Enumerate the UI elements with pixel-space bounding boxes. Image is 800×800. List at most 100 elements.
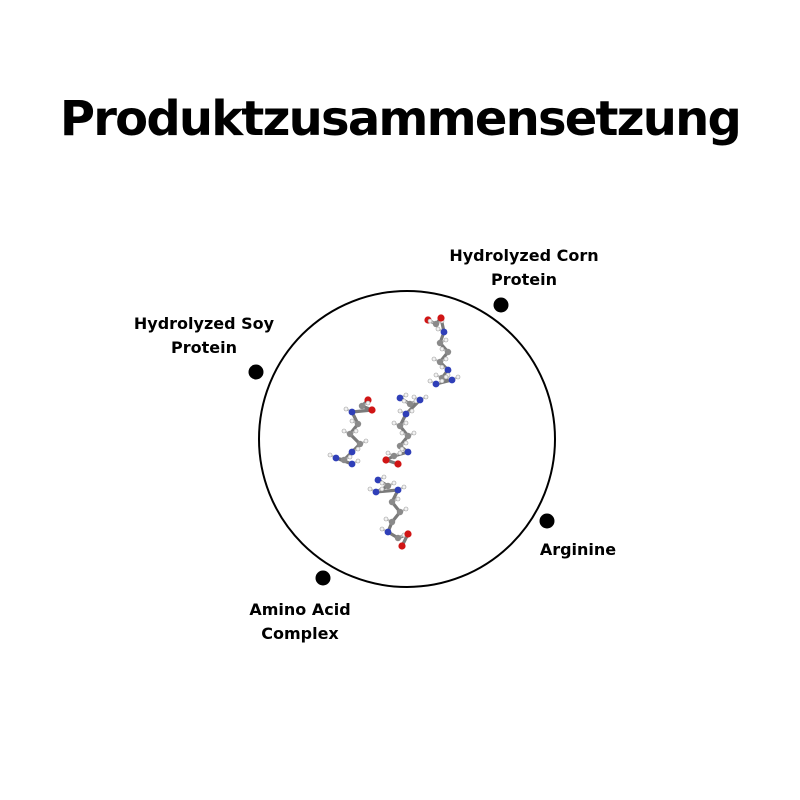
atom — [368, 406, 376, 414]
hydrogen-atom — [327, 452, 333, 458]
hydrogen-atom — [433, 372, 439, 378]
hydrogen-atom — [399, 446, 405, 452]
atom — [436, 339, 444, 347]
atom — [388, 518, 396, 526]
label-line: Complex — [261, 624, 339, 643]
hydrogen-atom — [363, 438, 369, 444]
atom — [398, 542, 406, 550]
atom — [384, 528, 392, 536]
marker-dot-amino — [315, 570, 331, 586]
atom — [348, 460, 356, 468]
hydrogen-atom — [439, 364, 445, 370]
label-line: Protein — [491, 270, 557, 289]
hydrogen-atom — [439, 378, 445, 384]
hydrogen-atom — [355, 458, 361, 464]
label-amino-acid-complex: Amino Acid Complex — [200, 598, 400, 646]
hydrogen-atom — [381, 474, 387, 480]
hydrogen-atom — [349, 418, 355, 424]
hydrogen-atom — [409, 408, 415, 414]
label-line: Hydrolyzed Corn — [449, 246, 599, 265]
label-line: Amino Acid — [249, 600, 351, 619]
label-line: Protein — [171, 338, 237, 357]
atom — [374, 476, 382, 484]
label-line: Arginine — [539, 540, 617, 559]
atom — [432, 320, 440, 328]
hydrogen-atom — [443, 374, 449, 380]
hydrogen-atom — [347, 454, 353, 460]
atom — [388, 498, 396, 506]
atom — [332, 454, 340, 462]
marker-dot-arginine — [539, 513, 555, 529]
atom — [354, 420, 362, 428]
hydrogen-atom — [455, 374, 461, 380]
hydrogen-atom — [427, 318, 433, 324]
atom — [402, 410, 410, 418]
atom — [432, 380, 440, 388]
atom — [448, 376, 456, 384]
hydrogen-atom — [355, 446, 361, 452]
atom — [436, 358, 444, 366]
hydrogen-atom — [403, 420, 409, 426]
atom — [396, 422, 404, 430]
hydrogen-atom — [443, 337, 449, 343]
hydrogen-atom — [379, 480, 385, 486]
hydrogen-atom — [341, 428, 347, 434]
hydrogen-atom — [397, 408, 403, 414]
label-arginine: Arginine — [528, 538, 628, 562]
hydrogen-atom — [391, 480, 397, 486]
atom — [416, 396, 424, 404]
molecule-circle — [258, 290, 556, 588]
atom — [394, 534, 402, 542]
atom — [396, 508, 404, 516]
hydrogen-atom — [343, 406, 349, 412]
hydrogen-atom — [443, 356, 449, 362]
atom — [404, 432, 412, 440]
page-title: Produktzusammensetzung — [59, 91, 742, 147]
hydrogen-atom — [435, 326, 441, 332]
hydrogen-atom — [411, 394, 417, 400]
hydrogen-atom — [365, 400, 371, 406]
molecule-illustration — [327, 314, 461, 550]
hydrogen-atom — [439, 346, 445, 352]
hydrogen-atom — [399, 430, 405, 436]
atom — [372, 488, 380, 496]
atom — [406, 400, 414, 408]
label-line: Hydrolyzed Soy — [133, 314, 275, 333]
hydrogen-atom — [401, 398, 407, 404]
hydrogen-atom — [431, 356, 437, 362]
hydrogen-atom — [427, 378, 433, 384]
hydrogen-atom — [403, 440, 409, 446]
hydrogen-atom — [353, 428, 359, 434]
hydrogen-atom — [403, 506, 409, 512]
atom — [444, 366, 452, 374]
label-hydrolyzed-soy-protein: Hydrolyzed Soy Protein — [104, 312, 304, 360]
atom — [384, 482, 392, 490]
hydrogen-atom — [385, 450, 391, 456]
hydrogen-atom — [379, 486, 385, 492]
atom — [340, 456, 348, 464]
atom — [437, 314, 445, 322]
atom — [346, 430, 354, 438]
atom — [404, 530, 412, 538]
hydrogen-atom — [391, 420, 397, 426]
atom — [444, 348, 452, 356]
hydrogen-atom — [403, 392, 409, 398]
marker-dot-corn — [493, 297, 509, 313]
hydrogen-atom — [383, 516, 389, 522]
atom — [358, 402, 366, 410]
hydrogen-atom — [379, 526, 385, 532]
hydrogen-atom — [401, 484, 407, 490]
hydrogen-atom — [397, 450, 403, 456]
atom — [394, 460, 402, 468]
atom — [356, 440, 364, 448]
atom — [390, 452, 398, 460]
atom — [440, 328, 448, 336]
atom — [394, 486, 402, 494]
hydrogen-atom — [395, 496, 401, 502]
atom — [396, 394, 404, 402]
atom — [404, 448, 412, 456]
atom — [348, 448, 356, 456]
marker-dot-soy — [248, 364, 264, 380]
hydrogen-atom — [411, 430, 417, 436]
